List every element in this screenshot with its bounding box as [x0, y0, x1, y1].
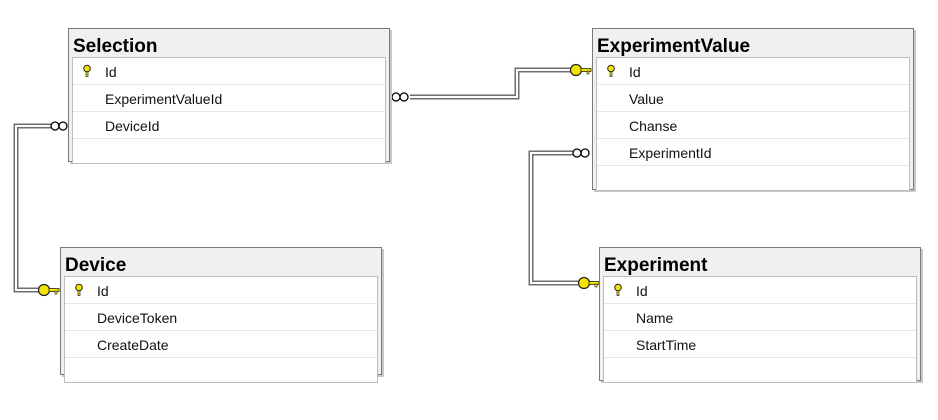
column-row[interactable]: Chanse	[597, 112, 909, 139]
relationship-experimentvalue-experiment[interactable]	[528, 148, 600, 290]
column-row[interactable]: DeviceToken	[65, 304, 377, 331]
column-row[interactable]: ExperimentId	[597, 139, 909, 166]
column-name: Value	[629, 91, 664, 107]
column-row[interactable]: Value	[597, 85, 909, 112]
key-icon	[37, 283, 60, 297]
table-empty-area	[73, 139, 385, 163]
table-title[interactable]: Device	[65, 255, 127, 276]
primary-key-icon	[75, 283, 83, 296]
column-list: Id ExperimentValueId DeviceId	[72, 57, 386, 164]
key-icon	[569, 63, 592, 77]
primary-key-icon	[83, 64, 91, 77]
column-list: Id Value Chanse ExperimentId	[596, 57, 910, 191]
table-empty-area	[65, 358, 377, 382]
column-name: Id	[105, 64, 117, 80]
column-name: StartTime	[636, 337, 697, 353]
column-row[interactable]: Name	[604, 304, 916, 331]
column-list: Id DeviceToken CreateDate	[64, 276, 378, 383]
column-name: DeviceToken	[97, 310, 178, 326]
primary-key-icon	[607, 64, 615, 77]
column-name: Id	[629, 64, 641, 80]
relationship-selection-device[interactable]	[13, 121, 68, 297]
many-infinity-icon	[572, 148, 590, 158]
column-row[interactable]: Id	[597, 58, 909, 85]
table-selection[interactable]: Selection Id ExperimentValueId DeviceId	[68, 28, 390, 164]
table-experimentvalue[interactable]: ExperimentValue Id Value Chanse Experime…	[592, 28, 914, 191]
table-title[interactable]: Experiment	[604, 255, 708, 276]
table-device[interactable]: Device Id DeviceToken CreateDate	[60, 247, 382, 383]
column-name: Id	[636, 283, 648, 299]
column-name: ExperimentId	[629, 145, 712, 161]
column-row[interactable]: Id	[604, 277, 916, 304]
column-row[interactable]: ExperimentValueId	[73, 85, 385, 112]
table-empty-area	[597, 166, 909, 190]
column-name: CreateDate	[97, 337, 169, 353]
primary-key-icon	[614, 283, 622, 296]
table-empty-area	[604, 358, 916, 382]
column-row[interactable]: StartTime	[604, 331, 916, 358]
column-row[interactable]: Id	[65, 277, 377, 304]
many-infinity-icon	[391, 92, 409, 102]
table-title[interactable]: ExperimentValue	[597, 36, 751, 57]
column-row[interactable]: Id	[73, 58, 385, 85]
column-row[interactable]: DeviceId	[73, 112, 385, 139]
table-title[interactable]: Selection	[73, 36, 158, 57]
column-name: ExperimentValueId	[105, 91, 223, 107]
table-experiment[interactable]: Experiment Id Name StartTime	[599, 247, 921, 383]
key-icon	[577, 276, 600, 290]
column-name: Name	[636, 310, 674, 326]
many-infinity-icon	[50, 121, 68, 131]
relationship-selection-experimentvalue[interactable]	[391, 63, 592, 102]
column-list: Id Name StartTime	[603, 276, 917, 383]
column-row[interactable]: CreateDate	[65, 331, 377, 358]
column-name: Chanse	[629, 118, 678, 134]
column-name: Id	[97, 283, 109, 299]
column-name: DeviceId	[105, 118, 160, 134]
